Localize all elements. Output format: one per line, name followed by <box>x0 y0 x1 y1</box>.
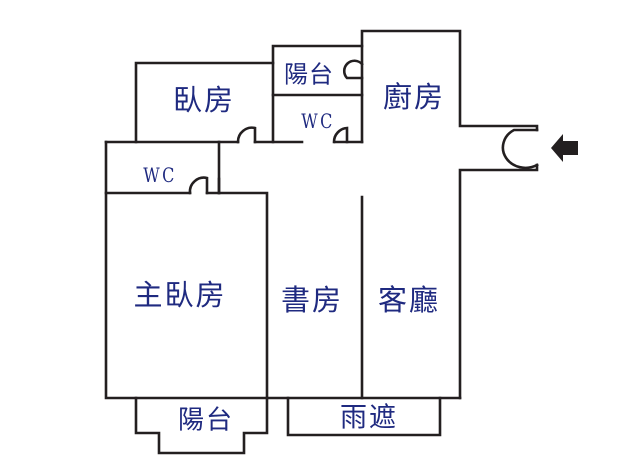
room-label-rain-canopy: 雨遮 <box>340 402 398 434</box>
room-label-kitchen: 廚房 <box>382 80 446 114</box>
room-label-bedroom: 臥房 <box>172 83 236 117</box>
door-wc-left <box>188 176 209 195</box>
room-label-balcony-top: 陽台 <box>284 60 334 89</box>
door-wc-top <box>332 126 349 144</box>
doors <box>188 59 539 195</box>
walls <box>104 29 539 455</box>
room-label-wc-top: WC <box>301 109 335 133</box>
room-label-balcony-bottom: 陽台 <box>177 405 235 436</box>
room-label-master-bedroom: 主臥房 <box>133 278 227 312</box>
door-bedroom <box>236 126 257 144</box>
arrow-left-icon <box>551 134 578 162</box>
room-label-wc-left: WC <box>143 163 177 187</box>
room-label-study: 書房 <box>280 283 344 317</box>
door-balcony-top <box>342 59 364 80</box>
door-entrance <box>501 128 539 170</box>
room-label-living-room: 客廳 <box>377 283 441 317</box>
